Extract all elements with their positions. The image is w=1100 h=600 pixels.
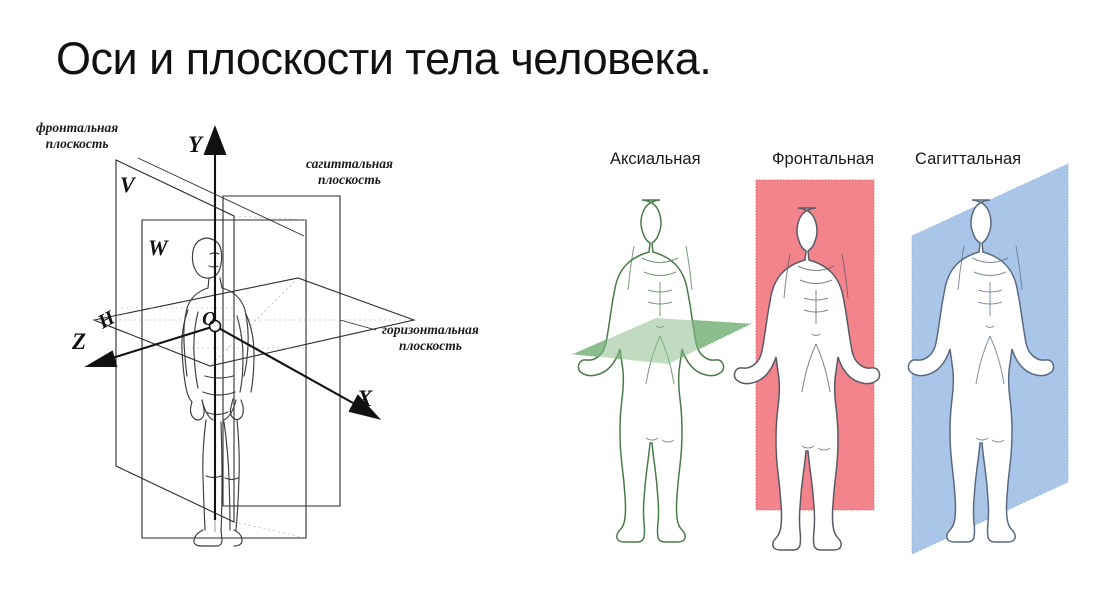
frontal-plane-W xyxy=(141,219,307,539)
x-axis-label: X xyxy=(357,386,373,411)
column-label-axial: Аксиальная xyxy=(610,150,701,168)
sagittal-plane xyxy=(222,195,341,507)
left-diagram-panel: фронтальная плоскость сагиттальная плоск… xyxy=(10,108,550,588)
axial-column xyxy=(572,199,752,543)
horizontal-plane-H xyxy=(92,277,416,367)
origin-label: O xyxy=(202,308,217,330)
column-label-sagittal: Сагиттальная xyxy=(915,150,1022,168)
axis-lines xyxy=(84,125,382,520)
frontal-column xyxy=(733,179,881,551)
frontal-caption-leader xyxy=(137,157,305,237)
caption-leader-lines xyxy=(137,157,377,331)
column-label-frontal: Фронтальная xyxy=(772,150,875,168)
coordinate-planes-svg xyxy=(84,125,416,547)
horizontal-caption-leader xyxy=(339,319,377,331)
y-axis-arrowhead xyxy=(203,125,227,156)
x-axis-arrowhead xyxy=(348,394,382,420)
axial-plane-front-overlap xyxy=(574,318,750,364)
plane-construction-lines xyxy=(116,215,307,539)
x-axis-line xyxy=(214,325,363,409)
frontal-plane-caption: фронтальная плоскость xyxy=(36,120,118,152)
z-axis-label: Z xyxy=(72,329,87,354)
z-axis-arrowhead xyxy=(84,350,118,368)
sagittal-column xyxy=(907,163,1069,555)
sagittal-plane-caption: сагиттальная плоскость xyxy=(306,156,393,188)
z-axis-line xyxy=(105,324,216,362)
anatomical-planes-svg: .bodyOutline { fill: #ffffff; stroke-wid… xyxy=(572,163,1069,555)
frontal-plane-caption-line2: плоскость xyxy=(45,135,109,151)
sagittal-plane-caption-line2: плоскость xyxy=(318,171,381,187)
origin-point xyxy=(208,319,222,333)
horizontal-plane-caption-line1: горизонтальная xyxy=(382,322,479,337)
axial-human-figure xyxy=(577,199,725,543)
horizontal-plane-caption: горизонтальная плоскость xyxy=(382,322,479,354)
frontal-plane-caption-line1: фронтальная xyxy=(36,120,119,135)
plane-label-v: V xyxy=(120,172,135,197)
horizontal-plane-caption-line2: плоскость xyxy=(398,337,462,353)
page-title: Оси и плоскости тела человека. xyxy=(56,33,712,84)
right-diagram-panel: Аксиальная Фронтальная Сагиттальная xyxy=(560,108,1100,588)
plane-label-w: W xyxy=(148,235,168,260)
sagittal-plane-caption-line1: сагиттальная xyxy=(306,156,393,171)
y-axis-label: Y xyxy=(188,132,203,157)
